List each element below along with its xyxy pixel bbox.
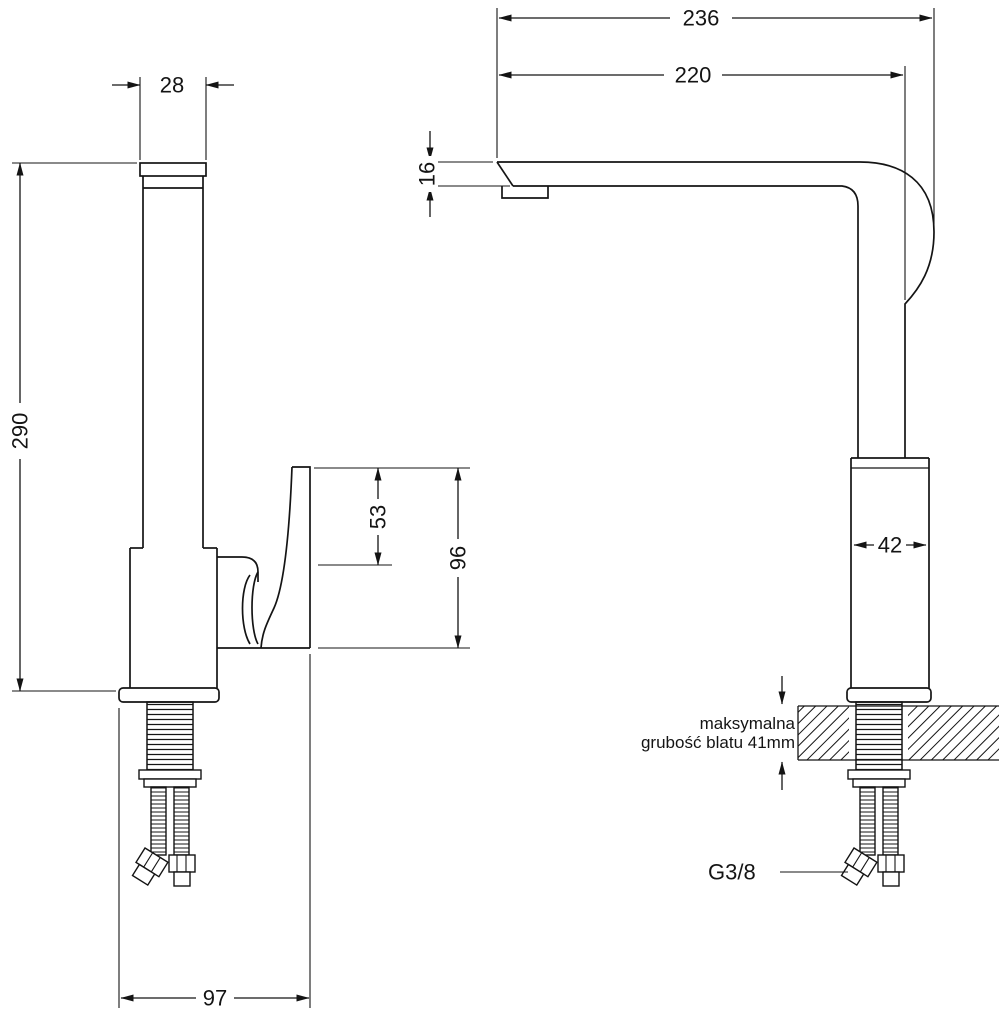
dim-236-label: 236: [683, 6, 720, 31]
dimension-96: 96: [318, 467, 471, 649]
dimension-290: 290: [8, 162, 137, 692]
dimension-53: 53: [314, 467, 470, 566]
faucet-front-outline: [496, 161, 935, 703]
dim-16-label: 16: [415, 162, 440, 186]
thread-size-callout: G3/8: [708, 860, 848, 885]
countertop-section: maksymalna grubość blatu 41mm: [641, 676, 999, 790]
dimension-236: 236: [496, 6, 935, 224]
dim-220-label: 220: [675, 63, 712, 88]
dimension-220: 220: [498, 63, 906, 300]
dimension-28: 28: [112, 73, 234, 160]
dimension-97: 97: [118, 654, 311, 1011]
dimension-42: 42: [853, 533, 927, 558]
dim-28-label: 28: [160, 73, 184, 98]
front-view: maksymalna grubość blatu 41mm: [415, 6, 999, 889]
side-view: 28 290 53 96: [8, 73, 471, 1011]
dim-97-label: 97: [203, 986, 227, 1011]
dim-53-label: 53: [366, 505, 391, 529]
under-counter-parts-side: [128, 701, 202, 889]
faucet-side-outline: [118, 162, 311, 703]
countertop-note-line1: maksymalna: [700, 714, 796, 733]
dim-42-label: 42: [878, 533, 902, 558]
countertop-note-line2: grubość blatu 41mm: [641, 733, 795, 752]
thread-size-label: G3/8: [708, 860, 756, 885]
dimension-16: 16: [415, 131, 510, 217]
dim-290-label: 290: [8, 413, 33, 450]
dim-96-label: 96: [446, 546, 471, 570]
